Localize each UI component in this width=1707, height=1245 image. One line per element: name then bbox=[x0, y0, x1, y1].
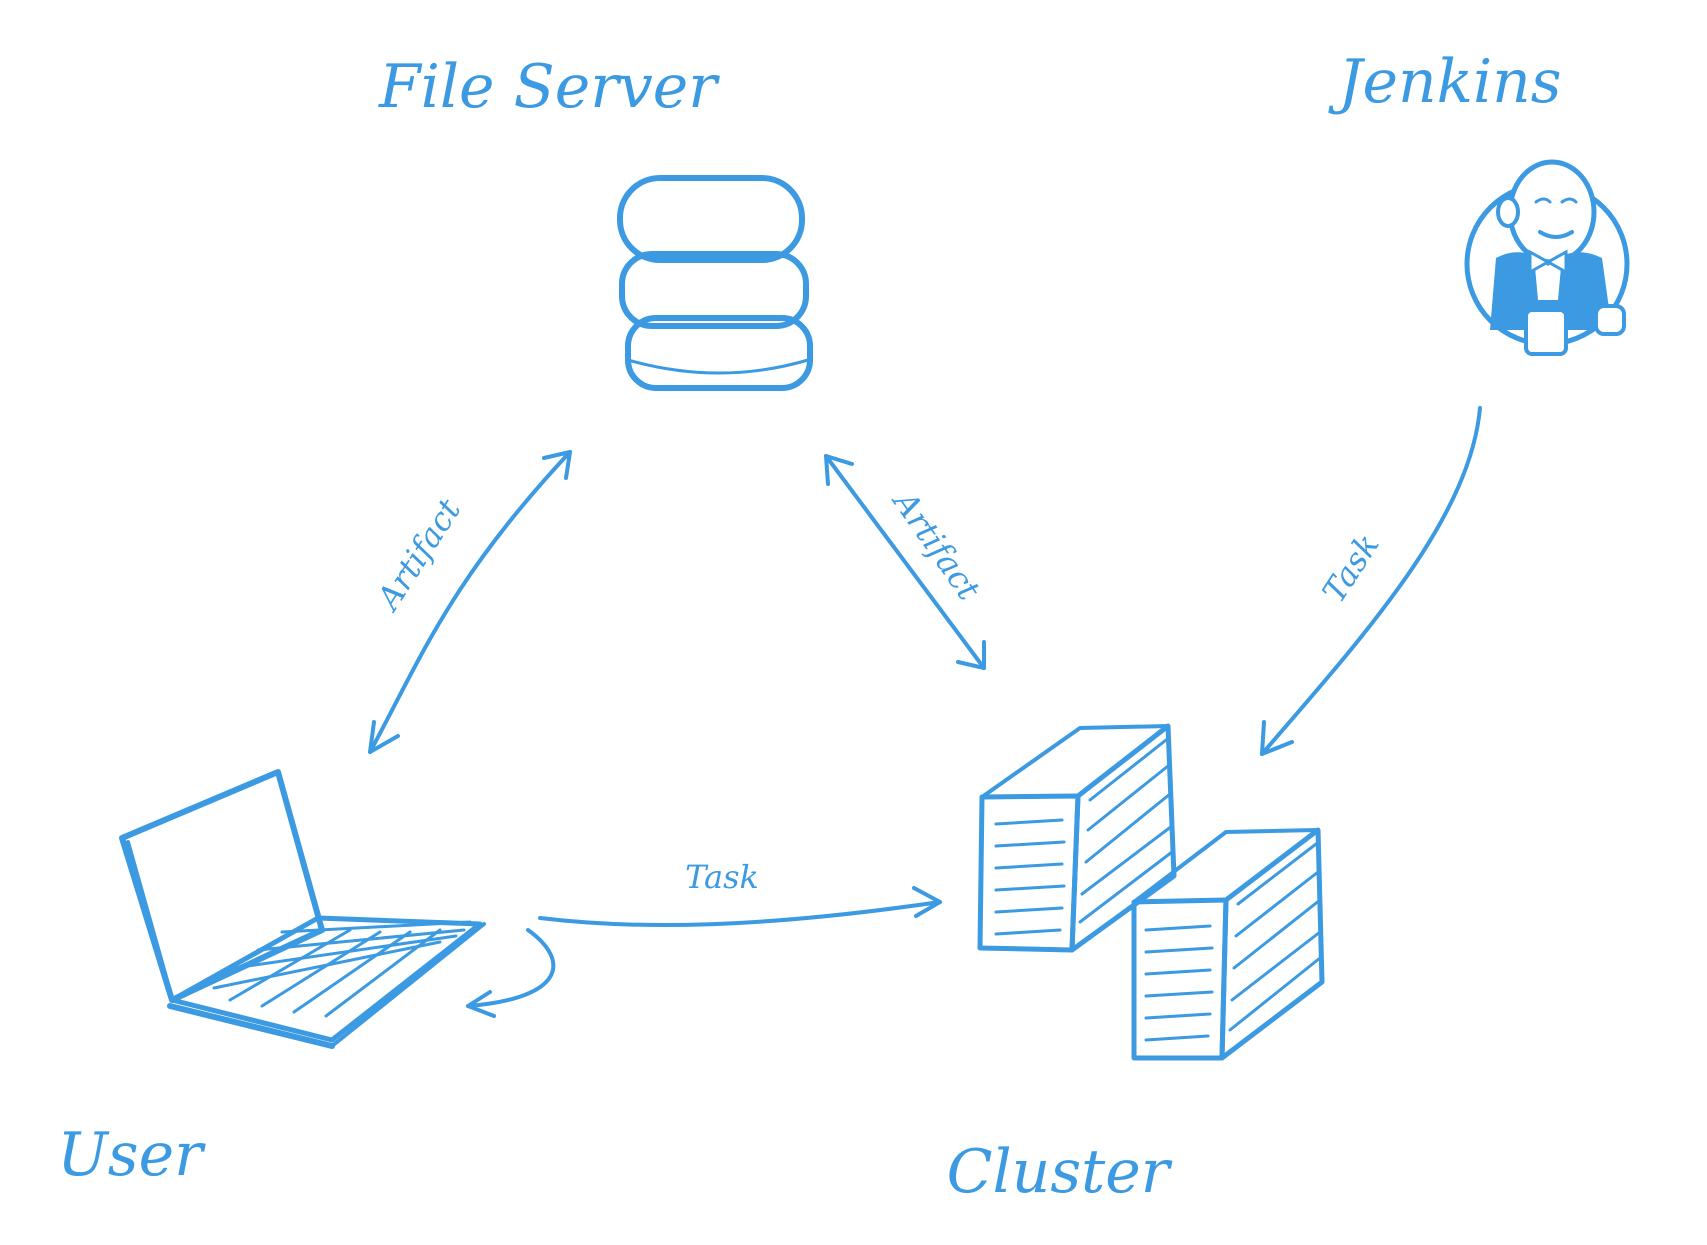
cluster-label: Cluster bbox=[947, 1137, 1173, 1207]
edge-label-artifact-right: Artifact bbox=[884, 482, 988, 607]
edge-jenkins-cluster: Task bbox=[1260, 406, 1482, 756]
database-icon bbox=[617, 175, 813, 391]
edge-user-cluster: Task bbox=[538, 858, 942, 928]
laptop-icon bbox=[119, 769, 486, 1049]
jenkins-butler-icon bbox=[1464, 159, 1630, 356]
edge-fileserver-cluster: Artifact bbox=[824, 454, 988, 670]
edge-user-fileserver: Artifact bbox=[368, 450, 572, 754]
file-server-label: File Server bbox=[378, 52, 720, 122]
edge-user-self bbox=[466, 928, 556, 1018]
edge-label-task-user: Task bbox=[685, 858, 759, 896]
user-label: User bbox=[57, 1120, 206, 1190]
edge-label-task-jenkins: Task bbox=[1315, 527, 1387, 610]
jenkins-label: Jenkins bbox=[1327, 47, 1561, 117]
server-rack-icon bbox=[977, 723, 1325, 1061]
